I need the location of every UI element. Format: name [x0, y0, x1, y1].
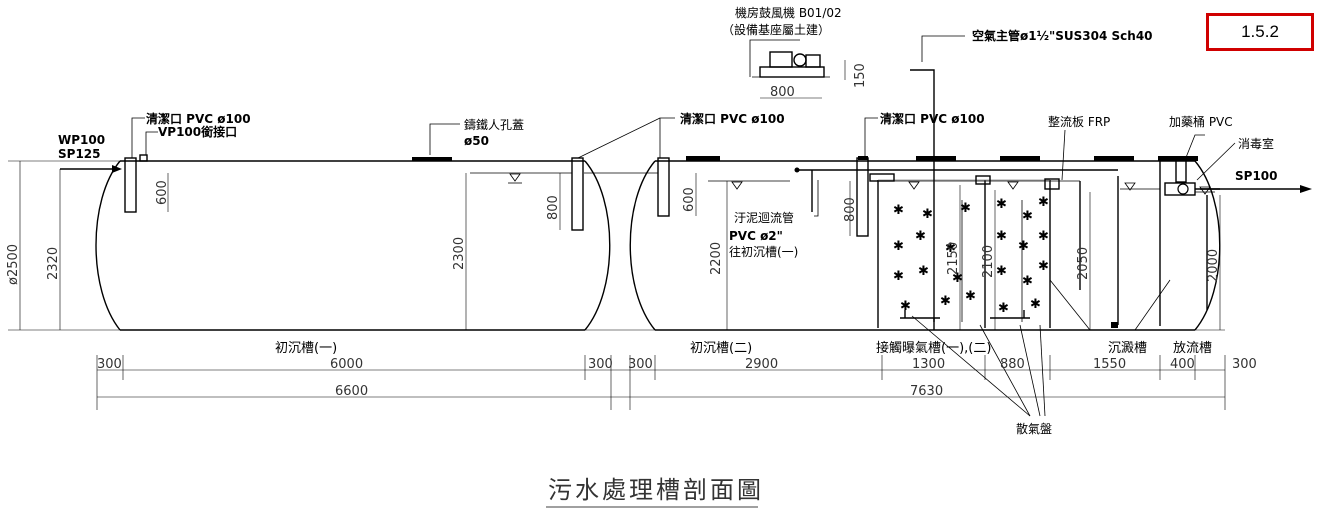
outlet-label: SP100: [1235, 169, 1278, 183]
dim-2100: 2100: [981, 245, 996, 278]
tank2-name: 初沉槽(二): [690, 341, 752, 356]
svg-text:✱: ✱: [945, 241, 956, 256]
svg-text:✱: ✱: [960, 201, 971, 216]
tank3-name: 接觸曝氣槽(一),(二): [876, 340, 991, 356]
vp-joint-label: VP100銜接口: [158, 124, 237, 139]
cleanout-label-3: 清潔口 PVC ø100: [880, 111, 985, 126]
dimension-lines: [19, 60, 1226, 410]
dim-400: 400: [1170, 357, 1195, 372]
blower-base-note: （設備基座屬土建）: [722, 22, 830, 37]
svg-text:✱: ✱: [1038, 229, 1049, 244]
blower-label: 機房鼓風機 B01/02: [735, 5, 842, 20]
dim-6600: 6600: [335, 384, 368, 399]
leader-lines: [131, 35, 1236, 417]
svg-text:✱: ✱: [1030, 297, 1041, 312]
svg-text:✱: ✱: [996, 229, 1007, 244]
dim-800a: 800: [546, 195, 561, 220]
svg-text:✱: ✱: [965, 289, 976, 304]
dim-300a: 300: [97, 357, 122, 372]
air-main-label: 空氣主管ø1½"SUS304 Sch40: [972, 28, 1153, 43]
inlet-sp-label: SP125: [58, 147, 101, 161]
svg-text:✱: ✱: [900, 299, 911, 314]
disinfection-room-label: 消毒室: [1238, 136, 1274, 151]
dim-600a: 600: [155, 180, 170, 205]
dim-300d: 300: [1232, 357, 1257, 372]
page-reference-box: 1.5.2: [1206, 13, 1314, 51]
dim-6000: 6000: [330, 357, 363, 372]
dim-300c: 300: [628, 357, 653, 372]
dim-150: 150: [853, 63, 868, 88]
svg-text:✱: ✱: [893, 269, 904, 284]
tank1-outline: [95, 160, 611, 331]
svg-text:✱: ✱: [893, 239, 904, 254]
cleanout-label-1: 清潔口 PVC ø100: [146, 111, 251, 126]
dim-2320: 2320: [46, 247, 61, 280]
dosing-tank-label: 加藥桶 PVC: [1169, 114, 1233, 129]
tank5-name: 放流槽: [1173, 341, 1212, 356]
dim-600b: 600: [682, 187, 697, 212]
sludge-pvc-label: PVC ø2": [729, 229, 783, 243]
svg-text:✱: ✱: [1038, 195, 1049, 210]
dim-2300: 2300: [452, 237, 467, 270]
svg-text:✱: ✱: [922, 207, 933, 222]
tank4-name: 沉澱槽: [1108, 341, 1147, 356]
diffuser-label: 散氣盤: [1016, 421, 1052, 436]
dim-800-blower: 800: [770, 85, 795, 100]
manhole-label: 鑄鐵人孔蓋: [464, 117, 524, 132]
svg-text:✱: ✱: [915, 229, 926, 244]
dim-1550: 1550: [1093, 357, 1126, 372]
svg-text:✱: ✱: [940, 294, 951, 309]
drawing-title: 污水處理槽剖面圖: [548, 476, 764, 504]
svg-text:✱: ✱: [952, 271, 963, 286]
svg-text:✱: ✱: [1038, 259, 1049, 274]
aeration-bubbles: ✱✱✱ ✱✱✱ ✱✱✱ ✱✱✱ ✱✱✱ ✱✱✱ ✱✱✱ ✱✱: [893, 195, 1049, 316]
inlet-wp-label: WP100: [58, 133, 105, 147]
baffle-label: 整流板 FRP: [1048, 114, 1110, 129]
svg-text:✱: ✱: [1022, 274, 1033, 289]
dim-1300: 1300: [912, 357, 945, 372]
dim-7630: 7630: [910, 384, 943, 399]
dim-2000: 2000: [1206, 249, 1221, 282]
svg-text:✱: ✱: [1022, 209, 1033, 224]
tank1-internals: [124, 154, 670, 231]
svg-text:✱: ✱: [996, 264, 1007, 279]
svg-text:✱: ✱: [893, 203, 904, 218]
dim-2200: 2200: [709, 242, 724, 275]
sludge-destination-label: 往初沉槽(一): [729, 244, 798, 259]
blower-unit: [749, 51, 830, 78]
outlet-arrow: [1200, 185, 1312, 193]
svg-text:✱: ✱: [996, 197, 1007, 212]
page-reference-number: 1.5.2: [1241, 22, 1279, 41]
manhole-size-label: ø50: [464, 134, 489, 148]
svg-text:✱: ✱: [998, 301, 1009, 316]
dim-300b: 300: [588, 357, 613, 372]
tank1-name: 初沉槽(一): [275, 341, 337, 356]
dim-2050: 2050: [1076, 247, 1091, 280]
cleanout-label-2: 清潔口 PVC ø100: [680, 111, 785, 126]
dim-2900: 2900: [745, 357, 778, 372]
sludge-return-label: 汙泥迴流管: [734, 210, 794, 225]
dim-dia-2500: ø2500: [6, 244, 21, 285]
dim-2150: 2150: [946, 242, 961, 275]
tank2-internals: [686, 69, 1220, 331]
svg-text:✱: ✱: [918, 264, 929, 279]
dim-880: 880: [1000, 357, 1025, 372]
svg-text:✱: ✱: [1018, 239, 1029, 254]
inlet-arrow: [60, 165, 122, 173]
dim-800b: 800: [843, 197, 858, 222]
